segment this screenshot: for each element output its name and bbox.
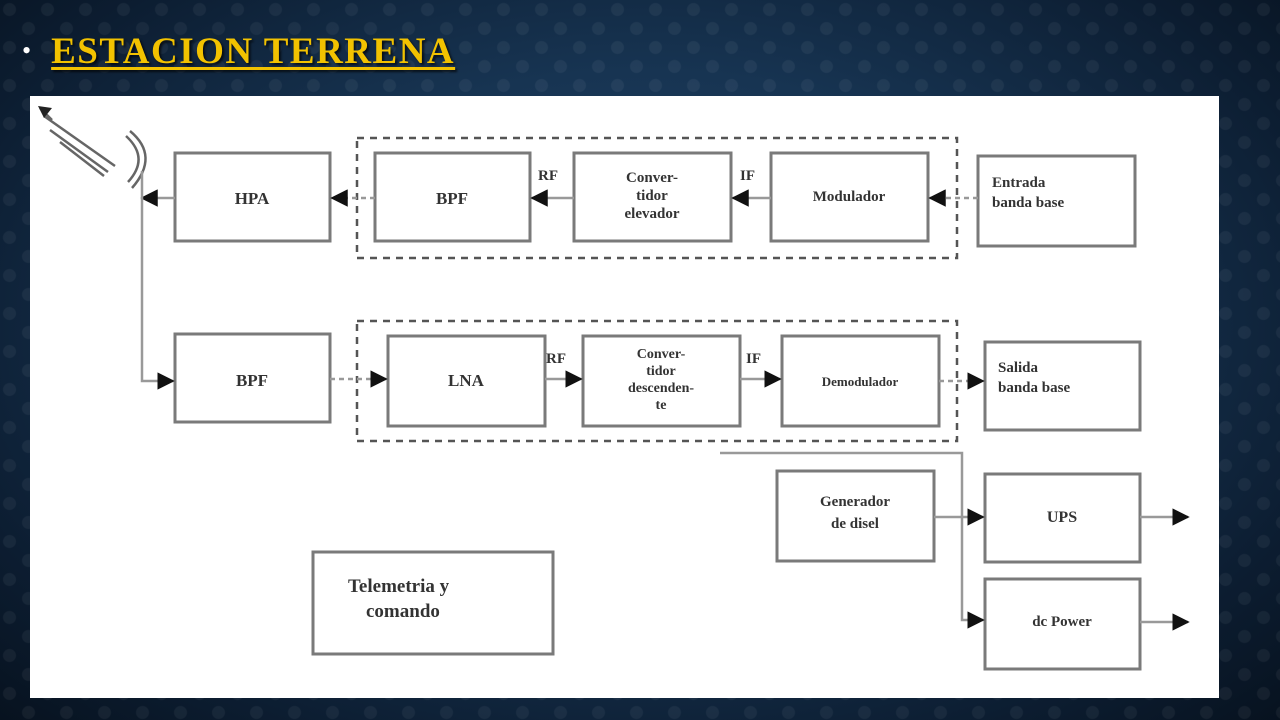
input-label-2: banda base xyxy=(992,195,1064,211)
lna-box xyxy=(386,334,547,428)
output-baseband-box xyxy=(983,340,1142,432)
slide-title: ESTACION TERRENA xyxy=(51,30,456,72)
input-label-1: Entrada xyxy=(992,175,1046,191)
downconverter-label-3: descenden- xyxy=(628,381,694,396)
telemetry-box xyxy=(311,550,555,656)
generator-label-1: Generador xyxy=(820,494,890,510)
telemetry-label-2: comando xyxy=(366,601,440,622)
uplink-rf-label: RF xyxy=(538,168,558,184)
upconverter-label-2: tidor xyxy=(636,188,668,204)
downconverter-label-1: Conver- xyxy=(637,347,686,362)
upconverter-label-3: elevador xyxy=(625,206,680,222)
output-label-2: banda base xyxy=(998,380,1070,396)
downconverter-label-2: tidor xyxy=(646,364,676,379)
downlink-dashed-group xyxy=(355,319,959,443)
ups-label: UPS xyxy=(1047,509,1077,526)
slide-title-row: • ESTACION TERRENA xyxy=(22,26,455,76)
upconverter-label-1: Conver- xyxy=(626,170,678,186)
demodulator-label: Demodulador xyxy=(822,374,899,389)
downlink-if-label: IF xyxy=(746,351,761,367)
downlink-bpf-label: BPF xyxy=(236,371,268,390)
arrow-antenna-to-downlink-bpf xyxy=(140,171,175,390)
telemetry-label-1: Telemetria y xyxy=(348,576,450,597)
generator-label-2: de disel xyxy=(831,516,879,532)
antenna-arrow-icon xyxy=(38,106,52,118)
diagram-panel: HPA BPF Conver- tidor elevador Modulador… xyxy=(30,96,1219,698)
lna-label: LNA xyxy=(448,371,485,390)
dc-power-label: dc Power xyxy=(1032,614,1092,630)
hpa-label: HPA xyxy=(235,189,270,208)
uplink-bpf-label: BPF xyxy=(436,189,468,208)
input-baseband-box xyxy=(976,154,1137,248)
antenna-icon xyxy=(39,107,147,189)
modulator-label: Modulador xyxy=(813,189,886,205)
output-label-1: Salida xyxy=(998,360,1039,376)
block-diagram: HPA BPF Conver- tidor elevador Modulador… xyxy=(38,106,1190,671)
uplink-if-label: IF xyxy=(740,168,755,184)
downconverter-label-4: te xyxy=(656,398,667,413)
downlink-rf-label: RF xyxy=(546,351,566,367)
downconverter-box xyxy=(581,334,742,428)
arrow-feed-to-dc-power xyxy=(720,451,985,629)
bullet-glyph: • xyxy=(22,36,32,65)
dc-power-box xyxy=(983,577,1142,671)
